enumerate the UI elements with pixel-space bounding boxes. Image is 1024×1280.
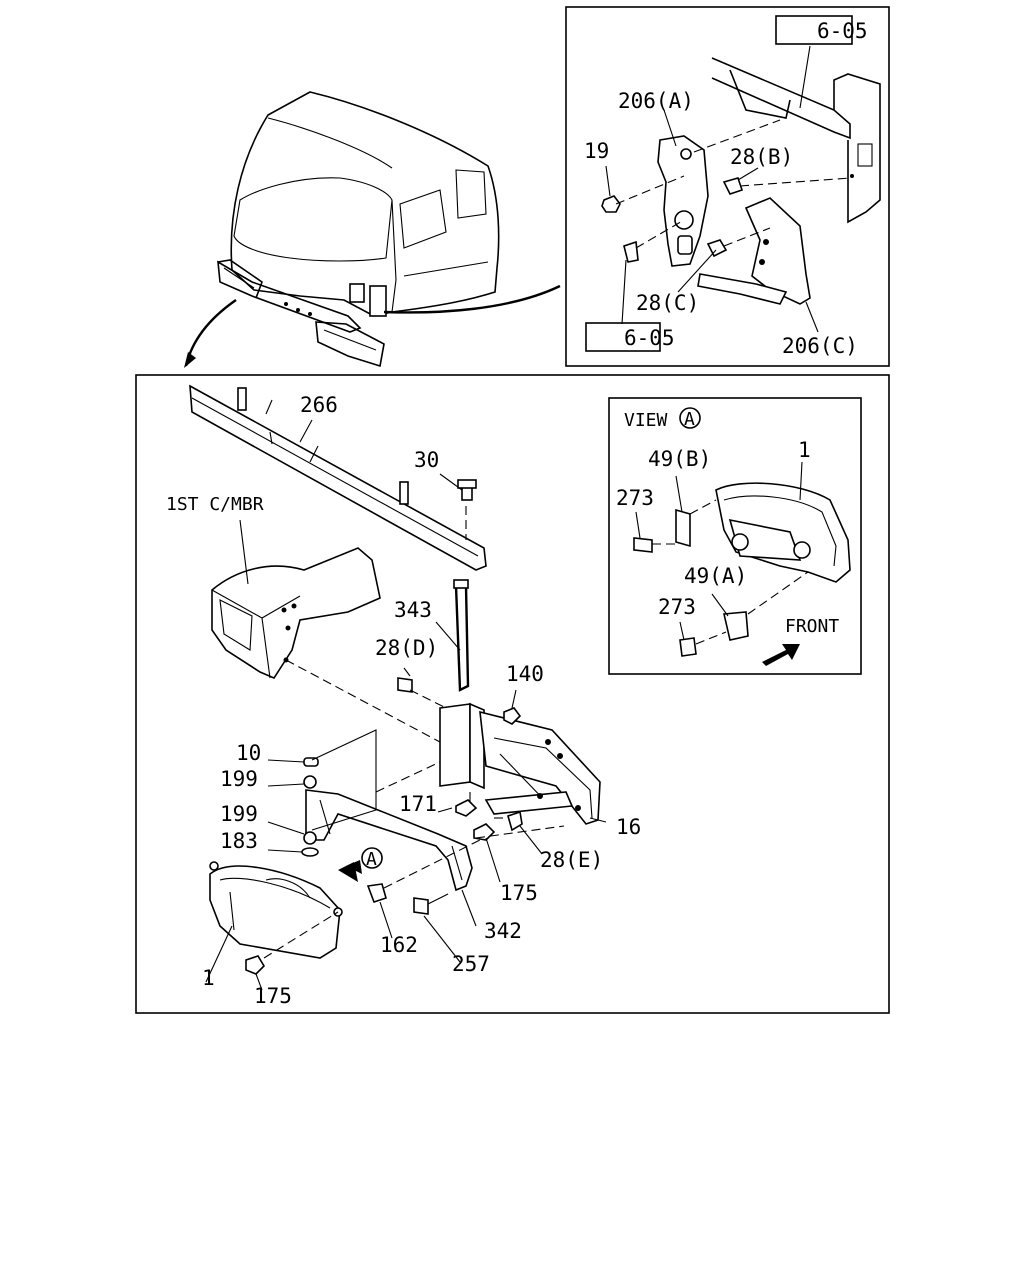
callout-c-28b: 28(B) xyxy=(730,145,793,169)
callout-c-16: 16 xyxy=(616,815,641,839)
callout-c-175a: 175 xyxy=(500,881,538,905)
callout-c-1-view: 1 xyxy=(798,438,811,462)
callout-c-266: 266 xyxy=(300,393,338,417)
main-panel xyxy=(135,374,890,1014)
callout-c-6-05-bot: 6-05 xyxy=(624,326,675,350)
callout-c-175b: 175 xyxy=(254,984,292,1008)
callout-c-28d: 28(D) xyxy=(375,636,438,660)
callout-c-273a: 273 xyxy=(616,486,654,510)
callout-c-206a: 206(A) xyxy=(618,89,694,113)
callout-c-49b: 49(B) xyxy=(648,447,711,471)
callout-c-10: 10 xyxy=(236,741,261,765)
callout-c-199b: 199 xyxy=(220,802,258,826)
callout-c-28c: 28(C) xyxy=(636,291,699,315)
callout-c-162: 162 xyxy=(380,933,418,957)
callout-c-30: 30 xyxy=(414,448,439,472)
truck-cab-illustration xyxy=(184,91,561,368)
ref-box-6-05-top xyxy=(775,15,853,45)
callout-c-140: 140 xyxy=(506,662,544,686)
view-marker-text: A xyxy=(684,409,695,430)
detail-frame-and-brackets xyxy=(601,45,881,333)
marker-a-main-text: A xyxy=(366,849,377,870)
callout-c-1-main: 1 xyxy=(202,966,215,990)
callout-c-257: 257 xyxy=(452,952,490,976)
callout-c-1st-cmbr: 1ST C/MBR xyxy=(166,494,264,515)
marker-a-main xyxy=(361,847,383,869)
view-a-panel xyxy=(608,397,862,675)
callout-c-171: 171 xyxy=(399,792,437,816)
callout-c-343: 343 xyxy=(394,598,432,622)
callout-c-206c: 206(C) xyxy=(782,334,858,358)
ref-box-6-05-bottom xyxy=(585,322,661,352)
callout-c-199a: 199 xyxy=(220,767,258,791)
callout-c-273b: 273 xyxy=(658,595,696,619)
callout-c-28e: 28(E) xyxy=(540,848,603,872)
detail-panel-top-right xyxy=(565,6,890,367)
callout-c-49a: 49(A) xyxy=(684,564,747,588)
callout-c-view-a: VIEW xyxy=(624,410,668,431)
callout-c-342: 342 xyxy=(484,919,522,943)
view-a-illustration xyxy=(633,407,851,666)
callout-c-front: FRONT xyxy=(785,616,839,637)
callout-c-19: 19 xyxy=(584,139,609,163)
main-exploded-assembly xyxy=(189,384,607,991)
callout-c-183: 183 xyxy=(220,829,258,853)
callout-labels: A A 6-05 206(A) 19 28(B) 28(C) 6-05 206(C) 266 3… xyxy=(166,15,868,1008)
callout-c-6-05-top: 6-05 xyxy=(817,19,868,43)
